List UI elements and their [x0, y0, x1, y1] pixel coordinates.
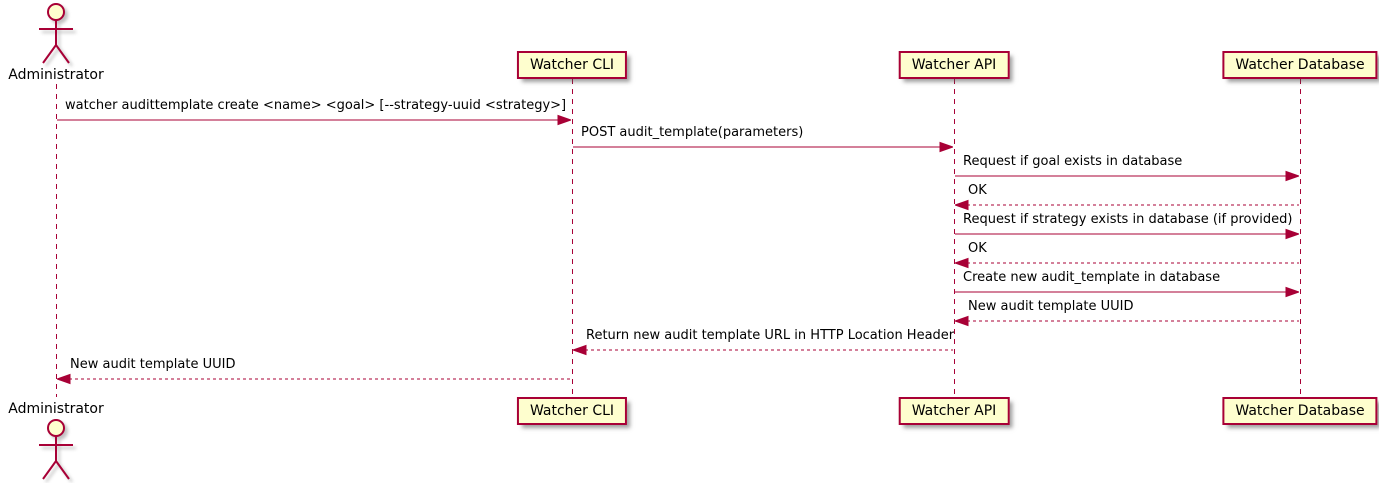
- message-arrow-icon: [57, 114, 571, 126]
- message-arrow-icon: [955, 315, 1299, 327]
- actor-figure-icon: [39, 3, 73, 64]
- message-arrow-icon: [573, 141, 953, 153]
- message-1: POST audit_template(parameters): [573, 125, 953, 153]
- message-label: Request if strategy exists in database (…: [963, 212, 1293, 227]
- actor-label: Administrator: [8, 67, 104, 83]
- message-5: OK: [955, 241, 1299, 269]
- message-arrow-icon: [57, 373, 571, 385]
- message-label: New audit template UUID: [968, 299, 1134, 314]
- message-9: New audit template UUID: [57, 357, 571, 385]
- message-label: Create new audit_template in database: [963, 270, 1221, 285]
- message-arrow-icon: [573, 344, 953, 356]
- message-2: Request if goal exists in database: [955, 154, 1299, 182]
- message-0: watcher audittemplate create <name> <goa…: [57, 98, 571, 126]
- message-arrow-icon: [955, 286, 1299, 298]
- participant-label: Watcher Database: [1235, 57, 1365, 73]
- participant-label: Watcher Database: [1235, 403, 1365, 419]
- lifeline: [56, 84, 57, 397]
- participant-box-bottom-1: Watcher API: [898, 397, 1010, 425]
- message-8: Return new audit template URL in HTTP Lo…: [573, 328, 955, 356]
- actor-figure-icon: [39, 419, 73, 480]
- lifeline: [954, 79, 955, 397]
- actor-administrator-bottom: Administrator: [0, 401, 116, 481]
- actor-label: Administrator: [8, 401, 104, 417]
- message-label: New audit template UUID: [70, 357, 236, 372]
- participant-label: Watcher API: [911, 403, 997, 419]
- lifeline: [1300, 79, 1301, 397]
- actor-administrator-top: Administrator: [0, 3, 116, 83]
- participant-box-top-2: Watcher Database: [1222, 51, 1378, 79]
- message-label: OK: [968, 183, 987, 198]
- lifeline: [572, 79, 573, 397]
- message-arrow-icon: [955, 170, 1299, 182]
- message-6: Create new audit_template in database: [955, 270, 1299, 298]
- message-3: OK: [955, 183, 1299, 211]
- participant-label: Watcher CLI: [529, 57, 615, 73]
- participant-box-bottom-2: Watcher Database: [1222, 397, 1378, 425]
- message-label: Return new audit template URL in HTTP Lo…: [586, 328, 955, 343]
- message-arrow-icon: [955, 257, 1299, 269]
- message-4: Request if strategy exists in database (…: [955, 212, 1299, 240]
- message-arrow-icon: [955, 199, 1299, 211]
- participant-box-bottom-0: Watcher CLI: [516, 397, 628, 425]
- message-label: OK: [968, 241, 987, 256]
- participant-box-top-0: Watcher CLI: [516, 51, 628, 79]
- message-label: Request if goal exists in database: [963, 154, 1183, 169]
- participant-label: Watcher API: [911, 57, 997, 73]
- message-label: watcher audittemplate create <name> <goa…: [65, 98, 567, 113]
- message-7: New audit template UUID: [955, 299, 1299, 327]
- participant-box-top-1: Watcher API: [898, 51, 1010, 79]
- message-label: POST audit_template(parameters): [581, 125, 804, 140]
- message-arrow-icon: [955, 228, 1299, 240]
- participant-label: Watcher CLI: [529, 403, 615, 419]
